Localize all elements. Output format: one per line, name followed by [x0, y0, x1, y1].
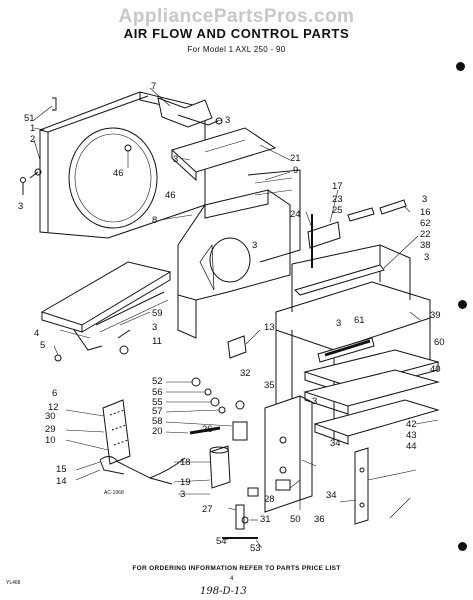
callout-34b: 34: [326, 490, 337, 501]
mounting-strips: [294, 199, 407, 296]
partition-panel: [177, 169, 301, 339]
drawer-trays: [303, 349, 440, 445]
callout-12: 12: [48, 402, 59, 413]
callout-38: 38: [420, 240, 431, 251]
ordering-note: FOR ORDERING INFORMATION REFER TO PARTS …: [132, 565, 341, 572]
callout-5: 5: [40, 340, 45, 351]
mounting-bolts: [222, 516, 258, 539]
callout-54: 54: [216, 536, 227, 547]
callout-29: 29: [45, 424, 56, 435]
callout-3e: 3: [422, 194, 427, 205]
callout-7: 7: [151, 81, 156, 92]
callout-3b: 3: [225, 115, 230, 126]
callout-58: 58: [152, 416, 163, 427]
callout-42: 42: [406, 419, 417, 430]
callout-40: 40: [430, 364, 441, 375]
callout-20: 20: [152, 426, 163, 437]
callout-55: 55: [152, 397, 163, 408]
grille-fasteners: [20, 97, 132, 195]
callout-25: 25: [332, 205, 343, 216]
callout-8: 8: [152, 215, 157, 226]
callout-10: 10: [45, 435, 56, 446]
callout-35: 35: [264, 380, 275, 391]
callout-22: 22: [420, 229, 431, 240]
drain-tray: [40, 261, 172, 351]
callout-13: 13: [264, 322, 275, 333]
thermostat-assembly: [102, 399, 131, 465]
callout-18: 18: [180, 457, 191, 468]
callout-51: 51: [24, 113, 35, 124]
callout-46b: 46: [165, 190, 176, 201]
diagram-subtitle: For Model 1 AXL 250 - 90: [187, 45, 286, 54]
corner-code: YL468: [6, 580, 21, 586]
callout-36: 36: [314, 514, 325, 525]
handwritten-reference: 198-D-13: [200, 586, 247, 597]
callout-3h: 3: [336, 318, 341, 329]
switch-stack: [191, 377, 245, 414]
callout-60: 60: [434, 337, 445, 348]
callout-24: 24: [290, 209, 301, 220]
callout-16: 16: [420, 207, 431, 218]
callout-23: 23: [332, 194, 343, 205]
wiring-harness: [99, 456, 186, 485]
callout-62: 62: [420, 218, 431, 229]
callout-3d: 3: [252, 240, 257, 251]
leader-lines: [33, 87, 439, 549]
callout-34a: 34: [330, 438, 341, 449]
callout-17: 17: [332, 181, 343, 192]
callout-52: 52: [152, 376, 163, 387]
callout-3c: 3: [173, 154, 178, 165]
callout-50: 50: [290, 514, 301, 525]
callout-labels: 51 1 2 3 7 3 46 3 21 9 46 8 3 24 17 23 2…: [18, 81, 445, 554]
side-trim-panel: [354, 447, 369, 525]
callout-28: 28: [264, 494, 275, 505]
callout-19: 19: [180, 477, 191, 488]
callout-27: 27: [202, 504, 213, 515]
callout-1: 1: [30, 123, 35, 134]
watermark: AppliancePartsPros.com: [118, 6, 355, 27]
callout-56: 56: [152, 387, 163, 398]
binder-hole-bottom: [458, 542, 467, 551]
callout-3f: 3: [424, 252, 429, 263]
callout-53: 53: [250, 543, 261, 554]
drawing-code: AC-1968: [104, 490, 124, 496]
callout-9: 9: [293, 165, 298, 176]
callout-46a: 46: [113, 168, 124, 179]
callout-6: 6: [52, 388, 57, 399]
callout-14: 14: [56, 476, 67, 487]
callout-11: 11: [152, 336, 162, 347]
callout-3a: 3: [18, 201, 23, 212]
callout-3i: 3: [312, 396, 317, 407]
callout-30: 30: [45, 411, 56, 422]
callout-61: 61: [354, 315, 365, 326]
air-deflector: [171, 127, 277, 182]
callout-21: 21: [290, 153, 301, 164]
binder-hole-top: [456, 62, 465, 71]
callout-39: 39: [430, 310, 441, 321]
callout-15: 15: [56, 464, 67, 475]
callout-3g: 3: [152, 322, 157, 333]
callout-4: 4: [34, 328, 39, 339]
top-bracket: [157, 97, 223, 128]
callout-43: 43: [406, 430, 417, 441]
diagram-title: AIR FLOW AND CONTROL PARTS: [123, 26, 350, 41]
page-number: 4: [230, 576, 234, 582]
callout-26: 26: [202, 424, 213, 435]
callout-59: 59: [152, 308, 163, 319]
callout-32: 32: [240, 368, 251, 379]
callout-2: 2: [30, 134, 35, 145]
callout-44: 44: [406, 441, 417, 452]
callout-57: 57: [152, 406, 163, 417]
binder-hole-middle: [458, 300, 467, 309]
callout-31: 31: [260, 514, 271, 525]
capacitor-assembly: [189, 421, 248, 530]
callout-3j: 3: [180, 489, 185, 500]
control-knob-cluster: [317, 337, 375, 363]
